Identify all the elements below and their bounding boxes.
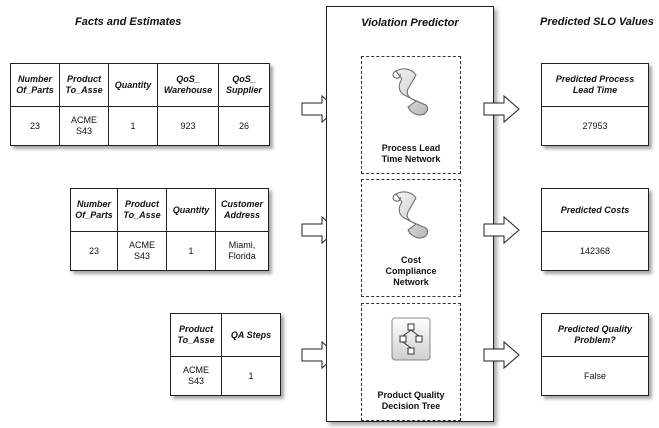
violation-predictor-panel: Violation Predictor Process Lead Time Ne… bbox=[326, 6, 494, 422]
predictor-label: Product Quality Decision Tree bbox=[377, 390, 445, 411]
table-header: QoS_ Warehouse bbox=[157, 63, 219, 107]
table-header: Number Of_Parts bbox=[70, 188, 118, 232]
facts-table-3: Product To_Asse QA Steps ACME S43 1 bbox=[170, 313, 281, 396]
table-cell: 1 bbox=[108, 106, 158, 146]
table-header: Predicted Costs bbox=[541, 188, 649, 232]
output-table-costs: Predicted Costs 142368 bbox=[541, 188, 649, 271]
product-quality-module: Product Quality Decision Tree bbox=[361, 303, 461, 421]
table-header: QoS_ Supplier bbox=[218, 63, 270, 107]
table-header: QA Steps bbox=[221, 313, 281, 357]
table-cell: 142368 bbox=[541, 231, 649, 271]
decision-tree-icon bbox=[391, 317, 431, 361]
table-header: Predicted Process Lead Time bbox=[541, 63, 649, 107]
table-header: Product To_Asse bbox=[170, 313, 222, 357]
process-lead-time-module: Process Lead Time Network bbox=[361, 56, 461, 174]
predictor-label: Cost Compliance Network bbox=[385, 255, 437, 287]
table-cell: 23 bbox=[10, 106, 60, 146]
table-cell: 923 bbox=[157, 106, 219, 146]
predictor-heading: Violation Predictor bbox=[361, 17, 459, 29]
table-header: Quantity bbox=[166, 188, 216, 232]
table-header: Number Of_Parts bbox=[10, 63, 60, 107]
table-header: Product To_Asse bbox=[117, 188, 167, 232]
predictor-label: Process Lead Time Network bbox=[381, 143, 441, 164]
table-cell: False bbox=[541, 356, 649, 396]
facts-table-2: Number Of_Parts Product To_Asse Quantity… bbox=[70, 188, 269, 271]
table-cell: 1 bbox=[166, 231, 216, 271]
table-cell: 23 bbox=[70, 231, 118, 271]
cost-compliance-module: Cost Compliance Network bbox=[361, 179, 461, 297]
table-header: Quantity bbox=[108, 63, 158, 107]
facts-table-1: Number Of_Parts Product To_Asse Quantity… bbox=[10, 63, 270, 146]
output-arrow-icon bbox=[483, 215, 520, 245]
table-cell: 26 bbox=[218, 106, 270, 146]
table-cell: ACME S43 bbox=[117, 231, 167, 271]
output-arrow-icon bbox=[483, 94, 520, 124]
output-table-lead-time: Predicted Process Lead Time 27953 bbox=[541, 63, 649, 146]
table-cell: 27953 bbox=[541, 106, 649, 146]
table-cell: ACME S43 bbox=[59, 106, 109, 146]
table-header: Customer Address bbox=[215, 188, 269, 232]
table-header: Predicted Quality Problem? bbox=[541, 313, 649, 357]
output-table-quality: Predicted Quality Problem? False bbox=[541, 313, 649, 396]
scroll-icon bbox=[392, 68, 429, 116]
table-cell: ACME S43 bbox=[170, 356, 222, 396]
facts-heading: Facts and Estimates bbox=[75, 16, 182, 28]
output-arrow-icon bbox=[483, 340, 520, 370]
slo-heading: Predicted SLO Values bbox=[540, 16, 654, 28]
table-cell: 1 bbox=[221, 356, 281, 396]
table-cell: Miami, Florida bbox=[215, 231, 269, 271]
scroll-icon bbox=[392, 191, 429, 239]
table-header: Product To_Asse bbox=[59, 63, 109, 107]
